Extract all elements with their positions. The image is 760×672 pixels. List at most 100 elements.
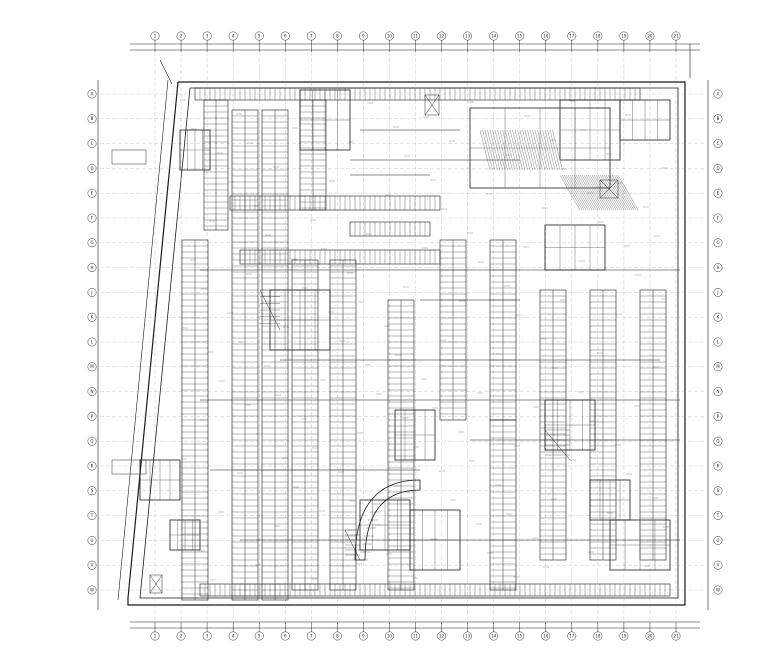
grid-bubble-row-left	[87, 213, 97, 223]
grid-bubble-row-left	[87, 188, 97, 198]
grid-bubble-row-right	[713, 436, 723, 446]
grid-label-col: 1	[154, 33, 157, 38]
grid-bubble-row-right	[713, 139, 723, 149]
grid-label-col: 4	[232, 33, 235, 38]
grid-bubble-row-right	[713, 585, 723, 595]
grid-label-col: 1	[154, 633, 157, 638]
grid-label-row: H	[90, 265, 93, 270]
grid-label-row: G	[90, 240, 93, 245]
grid-label-col: 6	[284, 33, 287, 38]
grid-label-row: D	[716, 166, 719, 171]
grid-label-row: L	[717, 339, 720, 344]
grid-label-row: F	[717, 215, 720, 220]
grid-bubble-row-right	[713, 362, 723, 372]
grid-label-row: S	[91, 488, 94, 493]
grid-label-col: 2	[180, 633, 183, 638]
grid-bubble-row-right	[713, 238, 723, 248]
grid-bubble-row-right	[713, 486, 723, 496]
grid-label-col: 3	[206, 633, 209, 638]
grid-label-col: 17	[569, 633, 575, 638]
grid-label-col: 12	[439, 633, 445, 638]
grid-label-col: 3	[206, 33, 209, 38]
grid-label-row: W	[716, 587, 720, 592]
grid-label-row: S	[717, 488, 720, 493]
ramp-curve	[354, 479, 421, 561]
grid-label-col: 9	[362, 633, 365, 638]
grid-label-col: 13	[465, 33, 471, 38]
grid-bubble-row-left	[87, 486, 97, 496]
grid-bubble-row-left	[87, 263, 97, 273]
grid-label-col: 19	[621, 33, 627, 38]
grid-label-row: R	[717, 463, 720, 468]
grid-bubble-row-right	[713, 461, 723, 471]
grid-label-row: P	[91, 414, 94, 419]
equipment-hatch-zone	[479, 129, 639, 211]
grid-label-row: C	[91, 141, 94, 146]
slanted-boundary	[117, 79, 169, 601]
grid-label-col: 7	[310, 33, 313, 38]
grid-label-row: U	[91, 538, 94, 543]
grid-label-row: T	[716, 513, 720, 518]
grid-label-row: G	[716, 240, 719, 245]
grid-label-col: 13	[465, 633, 471, 638]
grid-label-row: M	[716, 364, 720, 369]
grid-label-row: D	[90, 166, 93, 171]
grid-label-col: 11	[413, 633, 419, 638]
grid-label-row: J	[716, 290, 718, 295]
grid-bubble-row-right	[713, 188, 723, 198]
grid-label-col: 5	[258, 633, 261, 638]
grid-label-row: V	[91, 563, 94, 568]
grid-bubble-row-right	[713, 213, 723, 223]
grid-label-col: 9	[362, 33, 365, 38]
grid-label-col: 10	[387, 33, 393, 38]
grid-label-row: F	[91, 215, 94, 220]
grid-label-row: A	[717, 91, 720, 96]
grid-label-col: 8	[336, 33, 339, 38]
grid-bubble-row-left	[87, 287, 97, 297]
grid-label-col: 19	[621, 633, 627, 638]
grid-label-row: T	[90, 513, 94, 518]
grid-bubble-row-left	[87, 387, 97, 397]
grid-label-row: M	[90, 364, 94, 369]
grid-label-row: W	[90, 587, 94, 592]
grid-label-row: U	[717, 538, 720, 543]
grid-label-col: 15	[517, 33, 523, 38]
slanted-boundary-2	[159, 59, 173, 85]
grid-label-row: B	[91, 116, 94, 121]
grid-bubble-row-left	[87, 535, 97, 545]
grid-label-row: A	[91, 91, 94, 96]
grid-bubble-row-left	[87, 461, 97, 471]
grid-bubble-row-left	[87, 411, 97, 421]
grid-bubble-row-left	[87, 238, 97, 248]
grid-label-row: K	[91, 315, 94, 320]
grid-bubble-row-right	[713, 263, 723, 273]
grid-bubble-row-left	[87, 312, 97, 322]
grid-label-col: 18	[595, 633, 601, 638]
grid-bubble-row-left	[87, 511, 97, 521]
grid-label-col: 18	[595, 33, 601, 38]
grid-bubble-row-right	[713, 287, 723, 297]
grid-bubble-row-right	[713, 312, 723, 322]
grid-label-row: N	[717, 389, 720, 394]
grid-label-row: V	[717, 563, 720, 568]
grid-bubble-row-left	[87, 337, 97, 347]
grid-bubble-row-right	[713, 114, 723, 124]
grid-label-col: 17	[569, 33, 575, 38]
grid-bubble-row-left	[87, 436, 97, 446]
parking-stall-row	[194, 87, 641, 101]
grid-label-row: K	[717, 315, 720, 320]
grid-label-col: 5	[258, 33, 261, 38]
grid-bubble-row-right	[713, 163, 723, 173]
inner-wall-outline	[139, 87, 679, 599]
grid-bubble-row-right	[713, 337, 723, 347]
grid-label-col: 12	[439, 33, 445, 38]
grid-label-col: 8	[336, 633, 339, 638]
shaft-cross	[149, 574, 163, 594]
grid-label-row: R	[91, 463, 94, 468]
grid-bubble-row-left	[87, 560, 97, 570]
grid-bubble-row-right	[713, 535, 723, 545]
legend-box	[111, 459, 147, 475]
grid-label-col: 16	[543, 633, 549, 638]
grid-bubble-row-left	[87, 163, 97, 173]
